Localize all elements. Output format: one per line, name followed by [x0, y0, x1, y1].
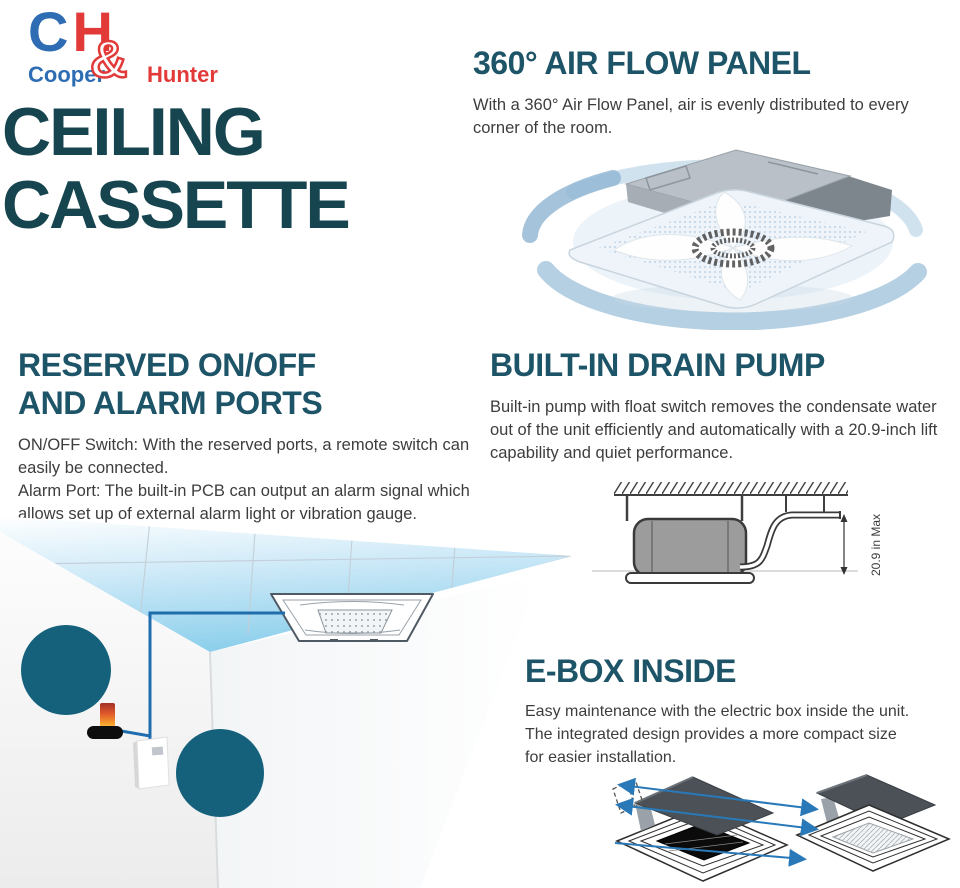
- signal-wire: [120, 611, 285, 743]
- page-title-line1: CEILING: [2, 94, 266, 170]
- ebox-body-line3: for easier installation.: [525, 749, 677, 766]
- logo-letter-c: C: [28, 0, 73, 63]
- cassette-panel: [568, 189, 895, 309]
- brand-logo: CH & Cooper Hunter: [28, 4, 238, 91]
- reserved-ports-body-line3: Alarm Port: The built-in PCB can output …: [18, 482, 470, 500]
- logo-cooper-text: Cooper: [28, 62, 105, 87]
- page-title: CEILING CASSETTE: [2, 94, 351, 243]
- indoor-unit: [625, 517, 755, 584]
- page-title-line2: CASSETTE: [2, 167, 351, 243]
- reserved-ports-title-line1: RESERVED ON/OFF: [18, 347, 316, 383]
- logo-hunter-text: Hunter: [147, 62, 218, 87]
- logo-wordmark: Cooper Hunter: [28, 62, 238, 88]
- lift-dimension: 20.9 in Max: [840, 514, 883, 576]
- cassette-with-external-ebox: [612, 776, 789, 882]
- reserved-ports-body-line1: ON/OFF Switch: With the reserved ports, …: [18, 436, 470, 454]
- logo-ampersand: &: [89, 30, 129, 91]
- reserved-ports-title-line2: AND ALARM PORTS: [18, 385, 323, 421]
- room-installation-illustration: [0, 516, 572, 888]
- wall-switch: [133, 736, 170, 790]
- section-air-flow: 360° AIR FLOW PANEL With a 360° Air Flow…: [473, 44, 953, 140]
- drain-pump-body: Built-in pump with float switch removes …: [490, 396, 960, 465]
- drain-pump-title: BUILT-IN DRAIN PUMP: [490, 347, 825, 383]
- panel-vanes: [612, 191, 854, 301]
- ebox-body-line2: The integrated design provides a more co…: [525, 726, 897, 743]
- ebox-title: E-BOX INSIDE: [525, 653, 736, 689]
- lift-dimension-label: 20.9 in Max: [869, 514, 883, 576]
- drain-pump-body-line3: capability and quiet performance.: [490, 444, 734, 462]
- reserved-ports-body-line4: allows set up of external alarm light or…: [18, 505, 417, 523]
- cassette-360-airflow-image: [522, 149, 927, 330]
- logo-monogram: CH: [28, 4, 238, 60]
- fan-grille: [691, 228, 775, 268]
- section-reserved-ports: RESERVED ON/OFF AND ALARM PORTS ON/OFF S…: [18, 346, 488, 526]
- back-wall: [210, 575, 540, 888]
- section-ebox: E-BOX INSIDE Easy maintenance with the e…: [525, 652, 945, 769]
- logo-letter-h: H: [72, 0, 117, 63]
- ceiling-plane: [0, 516, 572, 652]
- ebox-body: Easy maintenance with the electric box i…: [525, 700, 945, 769]
- alarm-beacon-icon: [87, 703, 123, 739]
- air-flow-title: 360° AIR FLOW PANEL: [473, 45, 811, 81]
- reserved-ports-body-line2: easily be connected.: [18, 459, 169, 477]
- cassette-integrated-ebox: [795, 774, 951, 872]
- section-drain-pump: BUILT-IN DRAIN PUMP Built-in pump with f…: [490, 346, 960, 465]
- drain-pipe: [739, 495, 841, 571]
- air-flow-body-line1: With a 360° Air Flow Panel, air is evenl…: [473, 96, 909, 114]
- drain-pump-body-line2: out of the unit efficiently and automati…: [490, 421, 938, 439]
- ceiling-hatch: [614, 482, 848, 496]
- teal-accent-circle-right: [176, 729, 264, 817]
- teal-accent-circle-left: [21, 625, 111, 715]
- air-flow-body-line2: corner of the room.: [473, 119, 613, 137]
- ceiling-cassette-outline: [270, 593, 434, 642]
- air-flow-body: With a 360° Air Flow Panel, air is evenl…: [473, 94, 953, 140]
- reserved-ports-body: ON/OFF Switch: With the reserved ports, …: [18, 434, 488, 526]
- drain-pump-body-line1: Built-in pump with float switch removes …: [490, 398, 937, 416]
- reserved-ports-title: RESERVED ON/OFF AND ALARM PORTS: [18, 346, 488, 422]
- drain-pump-diagram: 20.9 in Max: [592, 482, 883, 584]
- hanger-rods: [625, 495, 744, 521]
- ebox-body-line1: Easy maintenance with the electric box i…: [525, 703, 910, 720]
- move-arrows-icon: [614, 777, 819, 867]
- ebox-diagram: [612, 774, 951, 882]
